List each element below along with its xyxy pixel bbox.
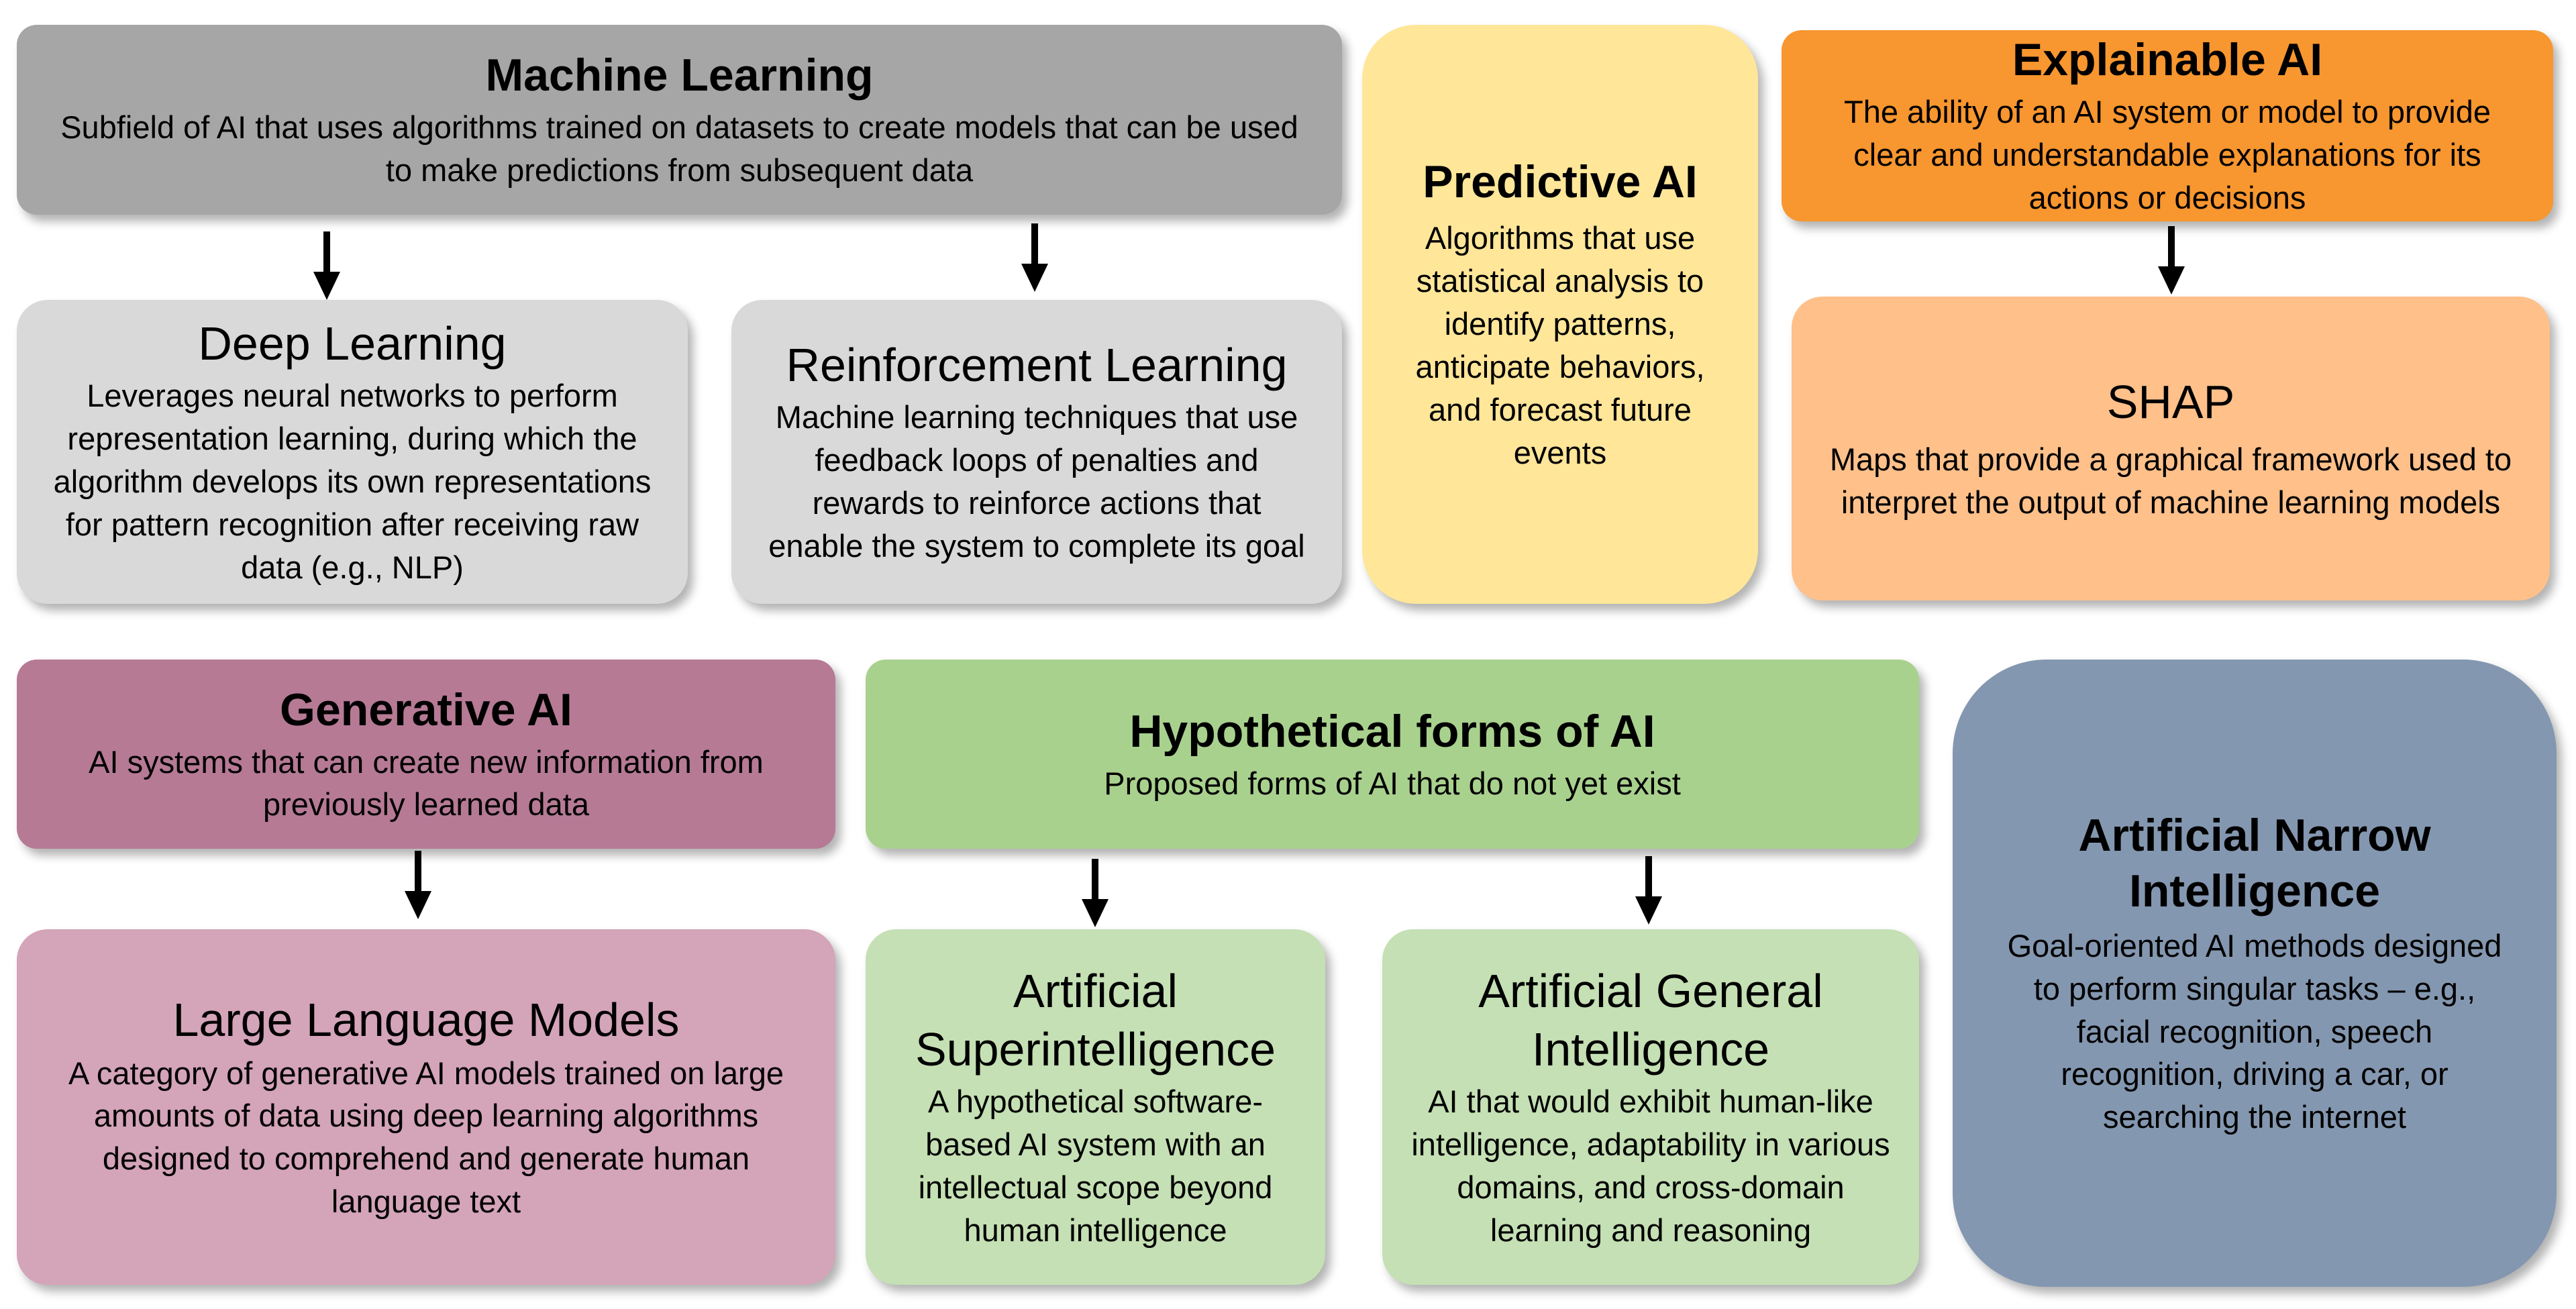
- explainable-ai-title: Explainable AI: [2012, 34, 2323, 86]
- general-intelligence-box: Artificial General Intelligence AI that …: [1382, 929, 1919, 1285]
- shap-box: SHAP Maps that provide a graphical frame…: [1792, 297, 2550, 600]
- machine-learning-desc: Subfield of AI that uses algorithms trai…: [60, 109, 1298, 188]
- reinforcement-learning-desc: Machine learning techniques that use fee…: [768, 399, 1305, 564]
- general-intelligence-title: Artificial General Intelligence: [1478, 965, 1823, 1076]
- explainable-ai-desc: The ability of an AI system or model to …: [1844, 94, 2491, 215]
- arrow-ml-to-reinforcement: [1031, 223, 1038, 265]
- superintelligence-desc: A hypothetical software-based AI system …: [918, 1083, 1273, 1248]
- narrow-intelligence-desc: Goal-oriented AI methods designed to per…: [2007, 927, 2502, 1135]
- llm-box: Large Language Models A category of gene…: [17, 929, 835, 1285]
- machine-learning-title: Machine Learning: [485, 50, 874, 101]
- hypothetical-ai-title: Hypothetical forms of AI: [1129, 705, 1655, 757]
- superintelligence-title: Artificial Superintelligence: [915, 965, 1276, 1076]
- predictive-ai-box: Predictive AI Algorithms that use statis…: [1362, 25, 1758, 604]
- generative-ai-title: Generative AI: [280, 684, 572, 735]
- general-intelligence-desc: AI that would exhibit human-like intelli…: [1411, 1083, 1890, 1248]
- narrow-intelligence-box: Artificial Narrow Intelligence Goal-orie…: [1953, 660, 2557, 1287]
- shap-title: SHAP: [2106, 376, 2235, 429]
- shap-desc: Maps that provide a graphical framework …: [1829, 441, 2512, 520]
- generative-ai-desc: AI systems that can create new informati…: [89, 743, 764, 823]
- llm-title: Large Language Models: [172, 993, 680, 1046]
- arrow-hypo-to-agi: [1645, 856, 1652, 898]
- superintelligence-box: Artificial Superintelligence A hypotheti…: [866, 929, 1325, 1285]
- predictive-ai-title: Predictive AI: [1423, 156, 1698, 208]
- deep-learning-desc: Leverages neural networks to perform rep…: [53, 378, 652, 585]
- arrow-xai-to-shap: [2168, 226, 2175, 268]
- generative-ai-box: Generative AI AI systems that can create…: [17, 660, 835, 849]
- reinforcement-learning-title: Reinforcement Learning: [786, 339, 1288, 392]
- hypothetical-ai-desc: Proposed forms of AI that do not yet exi…: [1104, 765, 1681, 801]
- arrow-hypo-to-asi: [1092, 859, 1098, 900]
- reinforcement-learning-box: Reinforcement Learning Machine learning …: [731, 300, 1342, 604]
- machine-learning-box: Machine Learning Subfield of AI that use…: [17, 25, 1342, 215]
- explainable-ai-box: Explainable AI The ability of an AI syst…: [1782, 30, 2553, 221]
- deep-learning-box: Deep Learning Leverages neural networks …: [17, 300, 688, 604]
- llm-desc: A category of generative AI models train…: [68, 1055, 784, 1220]
- arrow-ml-to-deep: [323, 231, 330, 273]
- deep-learning-title: Deep Learning: [198, 317, 507, 370]
- narrow-intelligence-title: Artificial Narrow Intelligence: [2078, 809, 2431, 917]
- predictive-ai-desc: Algorithms that use statistical analysis…: [1415, 220, 1705, 470]
- arrow-genai-to-llm: [415, 851, 421, 892]
- hypothetical-ai-box: Hypothetical forms of AI Proposed forms …: [866, 660, 1919, 849]
